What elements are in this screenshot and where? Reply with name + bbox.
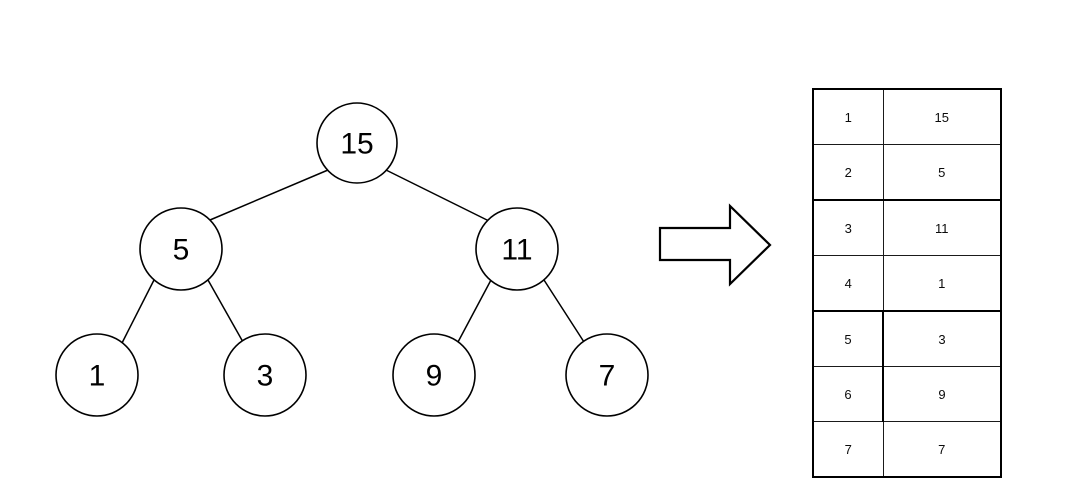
tree-node-9[interactable]: 9 [392, 333, 476, 417]
node-circle-1 [55, 333, 139, 417]
table-row: 7 7 [812, 421, 1002, 478]
table-row: 1 15 [812, 88, 1002, 145]
table-row: 4 1 [812, 255, 1002, 312]
node-label-7: 7 [599, 360, 616, 393]
node-label-3: 3 [257, 360, 274, 393]
array-value-cell: 3 [882, 310, 1002, 367]
array-index-cell: 5 [812, 310, 884, 367]
tree-edge-11-to-9 [457, 279, 492, 343]
node-circle-5 [139, 207, 223, 291]
tree-edges [121, 169, 585, 344]
node-label-9: 9 [426, 360, 443, 393]
array-index-cell: 7 [812, 421, 884, 478]
table-row: 6 9 [812, 366, 1002, 422]
node-label-5: 5 [173, 234, 190, 267]
array-value-cell: 11 [882, 199, 1002, 256]
array-value-cell: 15 [882, 88, 1002, 145]
array-value-cell: 7 [882, 421, 1002, 478]
array-value-cell: 1 [882, 255, 1002, 312]
array-representation-table: 1 15 2 5 3 11 4 1 5 3 6 9 [812, 88, 1002, 478]
table-row: 3 11 [812, 199, 1002, 256]
tree-edge-15-to-5 [209, 169, 329, 221]
tree-node-5[interactable]: 5 [139, 207, 223, 291]
array-index-cell: 2 [812, 144, 884, 201]
tree-node-7[interactable]: 7 [565, 333, 649, 417]
tree-node-11[interactable]: 11 [475, 207, 559, 291]
tree-edge-15-to-11 [385, 169, 490, 222]
tree-edge-11-to-7 [543, 279, 585, 343]
array-index-cell: 3 [812, 199, 884, 256]
tree-edge-5-to-3 [207, 279, 244, 343]
array-value-cell: 9 [882, 366, 1002, 422]
node-circle-7 [565, 333, 649, 417]
array-index-cell: 1 [812, 88, 884, 145]
right-arrow-icon [658, 203, 772, 287]
node-label-1: 1 [89, 360, 106, 393]
tree-node-1[interactable]: 1 [55, 333, 139, 417]
node-circle-15 [316, 102, 398, 184]
tree-node-3[interactable]: 3 [223, 333, 307, 417]
node-circle-3 [223, 333, 307, 417]
node-circle-11 [475, 207, 559, 291]
node-circle-9 [392, 333, 476, 417]
node-label-15: 15 [340, 128, 373, 161]
array-value-cell: 5 [882, 144, 1002, 201]
node-label-11: 11 [501, 234, 532, 267]
array-index-cell: 4 [812, 255, 884, 312]
tree-edge-5-to-1 [121, 279, 155, 344]
table-row: 5 3 [812, 310, 1002, 367]
table-row: 2 5 [812, 144, 1002, 201]
array-index-cell: 6 [812, 366, 884, 422]
tree-node-15[interactable]: 15 [316, 102, 398, 184]
